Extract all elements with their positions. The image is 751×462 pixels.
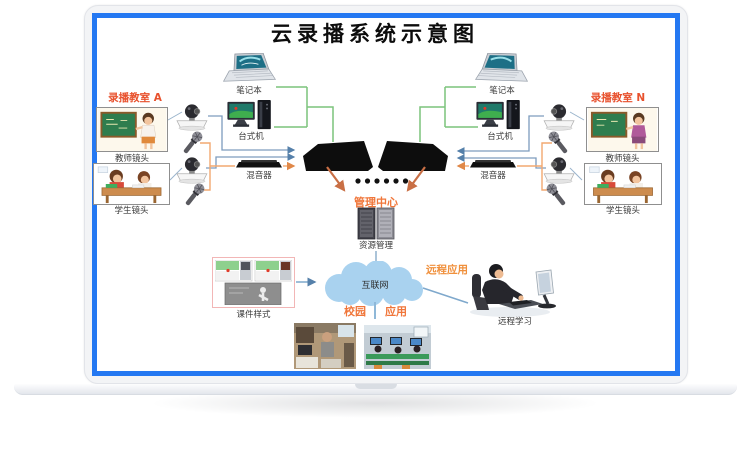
teacher-scene-n bbox=[586, 107, 659, 152]
ptz-camera-icon bbox=[172, 103, 210, 131]
student-camera-label-n: 学生镜头 bbox=[605, 206, 640, 216]
laptop-icon bbox=[473, 53, 531, 85]
courseware-label: 课件样式 bbox=[236, 310, 271, 320]
microphone-icon bbox=[545, 181, 569, 209]
ptz-camera-icon bbox=[172, 156, 210, 184]
desktop-icon bbox=[226, 99, 276, 132]
teacher-camera-label-n: 教师镜头 bbox=[605, 154, 640, 164]
courseware-thumbnail bbox=[254, 260, 292, 282]
microphone-icon bbox=[182, 181, 206, 209]
remote-learning-label: 远程学习 bbox=[497, 317, 532, 327]
desktop-icon bbox=[475, 99, 525, 132]
app-label: 应用 bbox=[385, 305, 407, 318]
ptz-camera-icon bbox=[541, 156, 579, 184]
desktop-label-right: 台式机 bbox=[487, 132, 513, 142]
campus-photo-classroom bbox=[364, 325, 431, 369]
desktop-label-left: 台式机 bbox=[238, 132, 264, 142]
laptop-label-right: 笔记本 bbox=[489, 86, 515, 96]
mixer-label-right: 混音器 bbox=[480, 171, 506, 181]
laptop-label-left: 笔记本 bbox=[236, 86, 262, 96]
courseware-box bbox=[212, 257, 295, 308]
campus-label: 校园 bbox=[344, 305, 366, 318]
internet-label: 互联网 bbox=[361, 281, 389, 291]
student-camera-label-a: 学生镜头 bbox=[114, 206, 149, 216]
laptop-base bbox=[14, 384, 737, 395]
mixer-label-left: 混音器 bbox=[246, 171, 272, 181]
recording-host-left bbox=[303, 141, 373, 171]
teacher-camera-label-a: 教师镜头 bbox=[114, 154, 149, 164]
management-center-label: 管理中心 bbox=[354, 196, 398, 209]
microphone-icon bbox=[547, 129, 571, 157]
student-scene-n bbox=[584, 163, 662, 205]
ellipsis-dots bbox=[355, 178, 409, 184]
ptz-camera-icon bbox=[541, 103, 579, 131]
classroom-n-label: 录播教室 N bbox=[590, 92, 646, 104]
courseware-thumbnail bbox=[215, 260, 253, 282]
page-title: 云录播系统示意图 bbox=[271, 21, 479, 46]
mixer-icon bbox=[470, 159, 516, 170]
cloud-shape bbox=[316, 261, 430, 306]
student-scene-a bbox=[93, 163, 170, 205]
server-icon bbox=[357, 207, 395, 240]
microphone-icon bbox=[180, 129, 204, 157]
laptop-shadow bbox=[55, 395, 695, 441]
recording-host-right bbox=[378, 141, 448, 171]
resource-management-label: 资源管理 bbox=[358, 241, 393, 251]
courseware-thumbnail bbox=[224, 282, 282, 305]
classroom-a-label: 录播教室 A bbox=[108, 92, 162, 104]
laptop-icon bbox=[220, 53, 278, 85]
mixer-icon bbox=[236, 159, 282, 170]
teacher-scene-a bbox=[96, 107, 168, 152]
laptop-notch bbox=[355, 384, 397, 389]
campus-app-divider bbox=[374, 302, 376, 319]
campus-photo-office bbox=[294, 323, 356, 369]
remote-app-label: 远程应用 bbox=[426, 264, 468, 276]
person-at-computer-illustration bbox=[465, 260, 560, 318]
